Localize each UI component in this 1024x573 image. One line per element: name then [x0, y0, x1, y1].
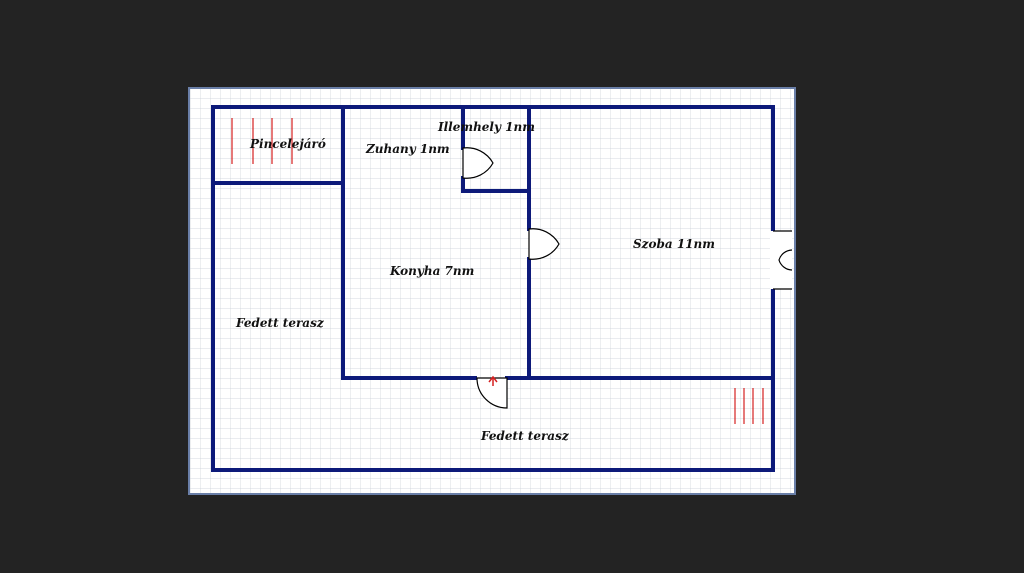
label-szoba: Szoba 11nm: [633, 237, 715, 251]
label-konyha: Konyha 7nm: [389, 264, 474, 278]
up-arrow-icon: [488, 375, 498, 386]
label-fedett-terasz-bottom: Fedett terasz: [480, 429, 570, 443]
doors: [462, 147, 793, 409]
plan-sheet: [188, 87, 796, 495]
illemhely-door: [462, 147, 494, 179]
label-fedett-terasz-left: Fedett terasz: [235, 316, 325, 330]
stairs-pincelejaro: [231, 118, 293, 164]
label-pincelejaro: Pincelejáró: [249, 137, 326, 151]
szoba-outer-door: [770, 230, 793, 290]
entrance-door: [476, 377, 508, 409]
szoba-door: [528, 228, 560, 260]
stairs-terasz: [734, 388, 764, 424]
label-illemhely: Illemhely 1nm: [437, 120, 535, 134]
label-zuhany: Zuhany 1nm: [365, 142, 450, 156]
walls: [211, 105, 775, 472]
outer-wall: [211, 105, 775, 233]
